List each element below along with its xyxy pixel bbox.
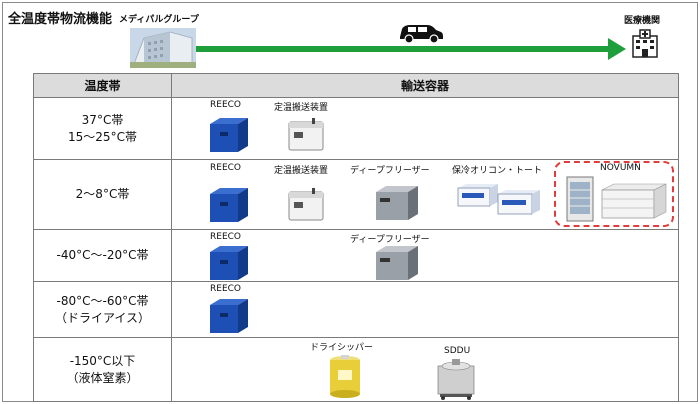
container-cell: REECO [171,281,679,338]
origin-label: メディパルグループ [119,15,199,25]
temperature-line: （ドライアイス） [54,310,151,325]
container-label: 保冷オリコン・トート [452,166,543,176]
temperature-line: 15〜25°C帯 [68,129,137,144]
distribution-center-icon [130,28,196,68]
container-label: 定温搬送装置 [274,103,329,113]
container-cell: REECO 定温搬送装置 [171,97,679,160]
table-row: -150°C以下 （液体窒素） ドライシッパー SDDU [33,337,679,402]
deep-freezer-icon [376,186,418,220]
container-label: ディープフリーザー [350,235,430,245]
reeco-box-icon [210,188,248,222]
temperature-cell: 37°C帯 15〜25°C帯 [33,97,172,160]
car-icon [400,25,443,44]
container-cell: REECO ディープフリーザー [171,229,679,282]
temperature-line: -80°C〜-60°C帯 [56,293,149,308]
temperature-container-table: 温度帯 輸送容器 37°C帯 15〜25°C帯 REECO 定温搬送装置 [33,73,679,402]
container-label: NOVUMN [600,163,641,173]
temperature-line: 37°C帯 [81,112,124,127]
container-cell: REECO 定温搬送装置 ディープフリーザー [171,159,679,230]
column-header-temperature: 温度帯 [33,73,172,98]
hospital-icon [632,29,658,58]
container-label: REECO [210,232,241,242]
flow-arrow-head [608,38,626,60]
temperature-cell: 2〜8°C帯 [33,159,172,230]
container-label: SDDU [444,346,471,356]
container-label: ドライシッパー [310,343,374,353]
insulated-tote-icon [457,184,498,207]
table-header-row: 温度帯 輸送容器 [33,73,679,98]
reeco-box-icon [210,246,248,280]
table-row: 2〜8°C帯 REECO 定温搬送装置 ディープフリーザー [33,159,679,230]
container-label: REECO [210,100,241,110]
table-row: -40°C〜-20°C帯 REECO ディープフリーザー [33,229,679,282]
reeco-box-icon [210,118,248,152]
table-row: -80°C〜-60°C帯 （ドライアイス） REECO [33,281,679,338]
temperature-cell: -150°C以下 （液体窒素） [33,337,172,402]
reeco-box-icon [210,299,248,333]
novumn-highlight [554,161,674,227]
destination-label: 医療機関 [624,16,661,26]
sddu-unit-icon [437,359,475,400]
temperature-line: 2〜8°C帯 [75,187,130,201]
container-label: 定温搬送装置 [274,166,329,176]
thermostatic-carrier-icon [288,188,324,221]
insulated-tote-icon [497,190,540,215]
container-label: ディープフリーザー [350,166,430,176]
temperature-line: -40°C〜-20°C帯 [56,248,149,262]
table-row: 37°C帯 15〜25°C帯 REECO 定温搬送装置 [33,97,679,160]
container-label: REECO [210,163,241,173]
temperature-line: （液体窒素） [66,370,139,385]
temperature-line: -150°C以下 [69,353,136,368]
pharma-fridge-icon [566,176,594,222]
container-label: REECO [210,284,241,294]
temperature-cell: -40°C〜-20°C帯 [33,229,172,282]
thermostatic-carrier-icon [288,118,324,151]
container-cell: ドライシッパー SDDU [171,337,679,402]
dry-shipper-icon [330,355,360,398]
temperature-cell: -80°C〜-60°C帯 （ドライアイス） [33,281,172,338]
deep-freezer-icon [376,246,418,280]
column-header-container: 輸送容器 [171,73,679,98]
storage-rack-icon [601,183,667,219]
page-title: 全温度帯物流機能 [8,12,113,27]
flow-arrow-line [196,46,612,52]
